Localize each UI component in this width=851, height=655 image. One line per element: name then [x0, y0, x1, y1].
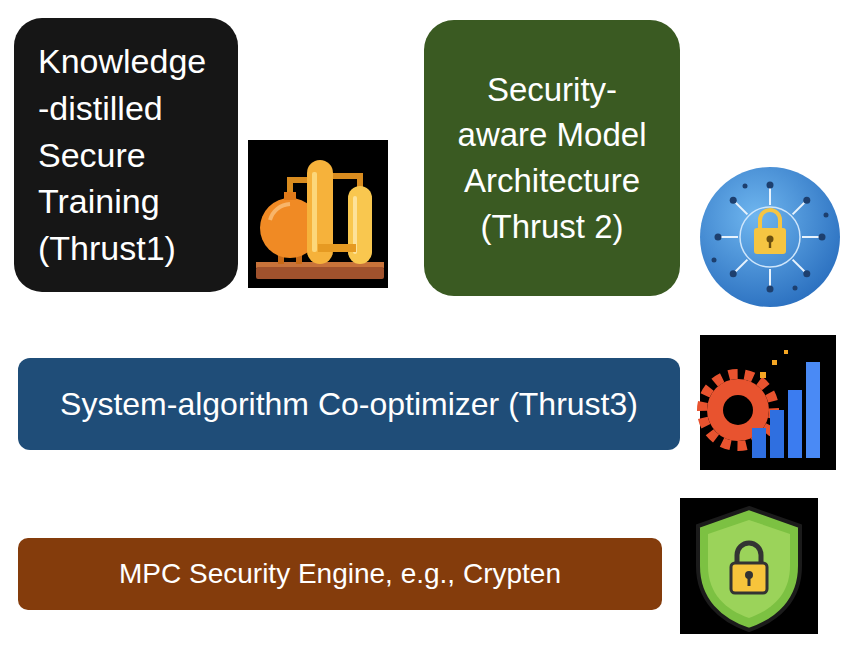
optimizer-band: System-algorithm Co-optimizer (Thrust3): [18, 358, 680, 450]
secure-network-icon-part-part: [824, 213, 829, 218]
secure-network-icon-part-part: [819, 234, 826, 241]
optimizer-icon-part: [752, 428, 766, 458]
secure-network-icon-part: [769, 240, 771, 248]
factory-icon-part: [270, 204, 290, 220]
box-label: MPC Security Engine, e.g., Crypten: [34, 555, 646, 594]
factory-icon-part: [318, 244, 356, 252]
training-box: Knowledge -distilled Secure Training (Th…: [14, 18, 238, 292]
secure-network-icon-part-part: [730, 197, 737, 204]
secure-network-icon-part-part: [730, 270, 737, 277]
architecture-box: Security- aware Model Architecture (Thru…: [424, 20, 680, 296]
secure-network-icon: [700, 167, 840, 307]
secure-network-icon-part-part: [715, 234, 722, 241]
secure-network-icon-part: [740, 207, 800, 267]
secure-network-icon-part: [754, 228, 786, 254]
factory-icon-part: [248, 140, 388, 288]
secure-network-icon-part-part: [743, 184, 748, 189]
optimizer-icon-part: [760, 372, 766, 378]
optimizer-icon-part: [700, 335, 836, 470]
factory-icon-part: [284, 192, 296, 200]
optimizer-icon-part: [723, 395, 753, 425]
box-label: Security- aware Model Architecture (Thru…: [444, 67, 660, 249]
secure-network-icon-part-part: [803, 270, 810, 277]
secure-network-icon-part: [718, 185, 822, 289]
engine-band: MPC Security Engine, e.g., Crypten: [18, 538, 662, 610]
factory-icon-part: [348, 186, 372, 264]
secure-network-icon-part: [700, 167, 840, 307]
factory-icon: [248, 140, 388, 288]
secure-network-icon-part-part: [793, 286, 798, 291]
shield-lock-icon-part: [708, 520, 790, 618]
factory-icon-part: [256, 267, 384, 279]
box-label: System-algorithm Co-optimizer (Thrust3): [34, 382, 664, 426]
optimizer-icon-part: [784, 350, 788, 354]
secure-network-icon-part-part: [767, 286, 774, 293]
secure-network-icon-part-part: [767, 182, 774, 189]
factory-icon-part: [312, 172, 317, 252]
factory-icon-part: [331, 176, 360, 188]
optimizer-icon-part: [770, 410, 784, 458]
optimizer-icon-part: [772, 360, 777, 365]
box-label: Knowledge -distilled Secure Training (Th…: [38, 38, 222, 273]
shield-lock-icon-part: [680, 498, 818, 634]
shield-lock-icon: [680, 498, 818, 634]
secure-network-icon-part-part: [803, 197, 810, 204]
secure-network-icon-part: [712, 182, 829, 293]
optimizer-icon-part: [806, 362, 820, 458]
optimizer-icon-part: [788, 390, 802, 458]
shield-lock-icon-part: [698, 508, 800, 630]
shield-lock-icon-part: [731, 563, 767, 593]
optimizer-icon: [700, 335, 836, 470]
secure-network-icon-part: [760, 210, 780, 229]
secure-network-icon-part-part: [712, 258, 717, 263]
shield-lock-icon-part: [748, 577, 751, 586]
